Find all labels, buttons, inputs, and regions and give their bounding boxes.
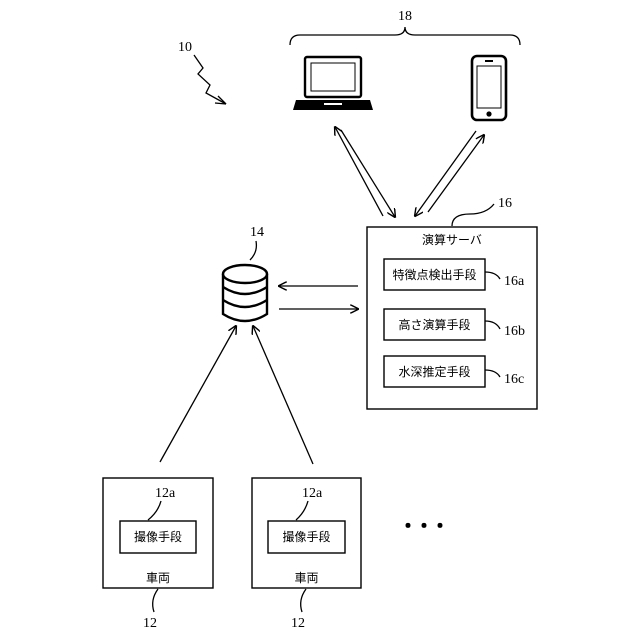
database-icon — [223, 265, 267, 321]
vehicle-2: 12a 撮像手段 車両 12 — [252, 478, 361, 631]
depth-ref: 16c — [504, 372, 524, 387]
arrow-vehicle2-to-database — [253, 326, 313, 464]
feature-detection-label: 特徴点検出手段 — [392, 267, 476, 282]
arrow-server-to-laptop — [335, 127, 383, 216]
vehicle-2-label: 車両 — [294, 571, 318, 585]
server-ref: 16 — [498, 196, 512, 211]
vehicle-1-ref: 12 — [143, 616, 157, 631]
system-leader — [194, 55, 226, 104]
height-ref: 16b — [504, 324, 525, 339]
height-calc-label: 高さ演算手段 — [398, 317, 470, 332]
arrow-vehicle1-to-database — [160, 326, 236, 462]
vehicle-1-label: 車両 — [146, 571, 170, 585]
calculation-server: 演算サーバ 特徴点検出手段 16a 高さ演算手段 16b 水深推定手段 16c — [367, 227, 537, 409]
arrow-server-to-phone — [428, 135, 484, 212]
vehicle-1: 12a 撮像手段 車両 12 — [103, 478, 213, 631]
phone-server-arrows — [415, 131, 484, 216]
vehicle-2-ref: 12 — [291, 616, 305, 631]
feature-ref: 16a — [504, 274, 525, 289]
database-ref: 14 — [250, 225, 264, 240]
laptop-icon — [293, 57, 373, 110]
arrow-phone-to-server — [415, 131, 476, 216]
vehicle-2-leader — [301, 589, 306, 612]
server-leader — [452, 204, 494, 226]
more-vehicles-ellipsis: ・・・ — [398, 514, 446, 538]
vehicle-2-imaging-ref: 12a — [302, 486, 323, 501]
terminals-ref: 18 — [398, 9, 412, 24]
smartphone-icon — [472, 56, 506, 120]
terminals-brace — [290, 27, 520, 45]
vehicle-1-imaging-label: 撮像手段 — [134, 529, 182, 544]
vehicle-1-leader — [153, 589, 158, 612]
arrow-laptop-to-server — [341, 130, 395, 217]
vehicle-1-imaging-ref: 12a — [155, 486, 176, 501]
server-title: 演算サーバ — [422, 232, 482, 247]
vehicle-2-imaging-label: 撮像手段 — [282, 529, 330, 544]
depth-estimation-label: 水深推定手段 — [398, 364, 470, 379]
system-ref: 10 — [178, 40, 192, 55]
system-leader-head — [215, 96, 226, 104]
database-leader — [250, 241, 256, 260]
laptop-server-arrows — [335, 127, 395, 217]
